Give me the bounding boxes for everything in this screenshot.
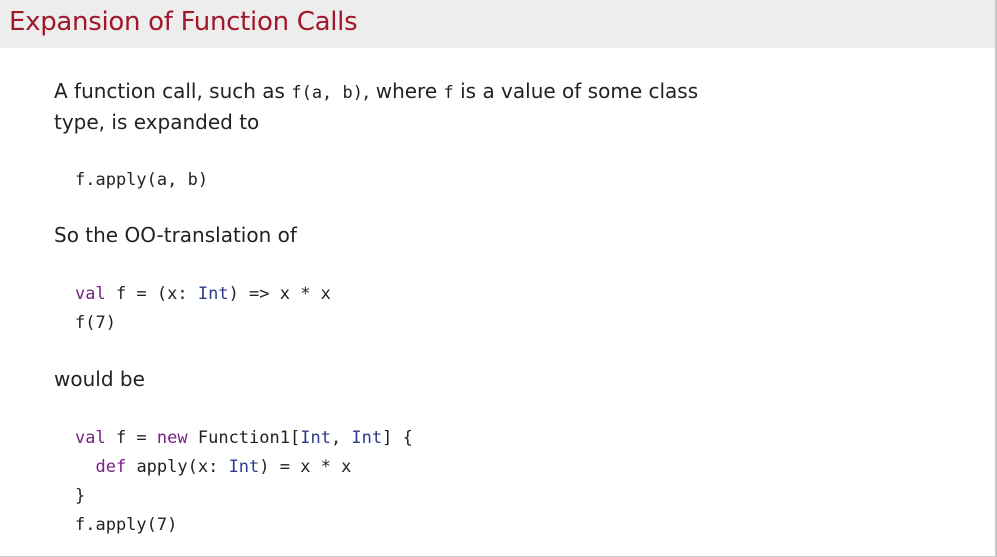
keyword: new <box>156 428 188 448</box>
inline-code-call: f(a, b) <box>291 83 363 103</box>
code-line: f(7) <box>75 313 116 333</box>
title-bar: Expansion of Function Calls <box>0 0 995 48</box>
type-name: Int <box>228 457 260 477</box>
intro-paragraph-line-1: A function call, such as f(a, b), where … <box>54 76 698 109</box>
type-name: Int <box>351 428 383 448</box>
type-name: Int <box>300 428 331 448</box>
code-line: f.apply(a, b) <box>75 170 209 190</box>
keyword: val <box>75 284 106 304</box>
code-line: val f = (x: Int) => x * x <box>75 284 331 304</box>
translation-intro: So the OO-translation of <box>54 223 297 247</box>
would-be-text: would be <box>54 367 145 391</box>
keyword: def <box>95 457 127 477</box>
code-translation: val f = new Function1[Int, Int] { def ap… <box>75 424 413 540</box>
code-line: val f = new Function1[Int, Int] { <box>75 428 413 448</box>
code-example: val f = (x: Int) => x * x f(7) <box>75 280 331 338</box>
keyword: val <box>75 428 106 448</box>
inline-code-f: f <box>443 83 454 103</box>
intro-text-3: is a value of some class <box>453 79 699 103</box>
intro-paragraph-line-2: type, is expanded to <box>54 110 260 134</box>
intro-text-1: A function call, such as <box>54 79 292 103</box>
slide-title: Expansion of Function Calls <box>9 7 358 37</box>
code-line: def apply(x: Int) = x * x <box>95 457 352 477</box>
type-name: Int <box>197 284 229 304</box>
code-expanded-call: f.apply(a, b) <box>75 166 208 195</box>
intro-text-2: , where <box>363 79 444 103</box>
code-line: } <box>75 486 86 506</box>
code-line: f.apply(7) <box>75 515 178 535</box>
